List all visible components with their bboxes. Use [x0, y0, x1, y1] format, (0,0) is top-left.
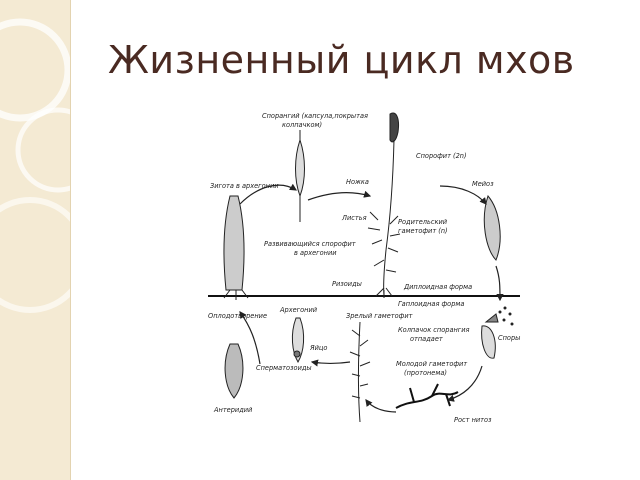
label-cap-falls-2: отпадает: [410, 335, 443, 343]
label-diploid-form: Диплоидная форма: [403, 283, 472, 291]
label-sporangium: Спорангий (капсула,покрытая: [262, 112, 368, 120]
sporophyte-drawing: [367, 112, 401, 298]
label-young-gametophyte-2: (протонема): [404, 369, 447, 377]
label-zygote: Зигота в архегонии: [210, 182, 279, 190]
spore-release-drawing: [481, 306, 514, 359]
label-haploid-form: Гаплоидная форма: [398, 300, 464, 308]
label-archegonium: Архегоний: [279, 306, 318, 314]
label-parent-gametophyte-2: гаметофит (n): [398, 227, 448, 235]
antheridium-drawing: [224, 343, 244, 399]
label-leaves: Листья: [341, 214, 367, 222]
label-developing-sporophyte: Развивающийся спорофит: [264, 240, 356, 248]
label-mature-gametophyte: Зрелый гаметофит: [346, 312, 413, 320]
archegonium-drawing: [223, 195, 249, 300]
label-spores: Споры: [498, 334, 520, 342]
label-developing-sporophyte-2: в архегонии: [294, 249, 337, 257]
cycle-arrows: [239, 183, 504, 413]
slide-title: Жизненный цикл мхов: [108, 38, 575, 82]
decorative-circles: [0, 18, 70, 313]
label-parent-gametophyte: Родительский: [398, 218, 448, 226]
label-fertilization: Оплодотворение: [208, 312, 267, 320]
protonema-drawing: [395, 383, 459, 409]
label-sperm: Сперматозоиды: [256, 364, 312, 372]
label-egg: Яйцо: [309, 344, 327, 352]
label-cap-falls: Колпачок спорангия: [398, 326, 470, 334]
label-rhizoids: Ризоиды: [332, 280, 362, 288]
label-antheridium: Антеридий: [213, 406, 253, 414]
sporangium-drawing: [295, 130, 305, 222]
meiosis-capsule-drawing: [483, 195, 501, 261]
label-growth: Рост нитоз: [454, 416, 492, 424]
label-stalk: Ножка: [346, 178, 369, 186]
archegonium-egg-drawing: [291, 317, 305, 363]
mature-gametophyte-drawing: [349, 321, 371, 423]
moss-life-cycle-diagram: Спорангий (капсула,покрытая колпачком) С…: [208, 112, 520, 424]
label-meiosis: Мейоз: [472, 180, 494, 188]
decorative-side-strip: [0, 0, 71, 480]
label-sporangium-2: колпачком): [282, 121, 322, 129]
label-sporophyte: Спорофит (2n): [416, 152, 467, 160]
label-young-gametophyte: Молодой гаметофит: [396, 360, 467, 368]
